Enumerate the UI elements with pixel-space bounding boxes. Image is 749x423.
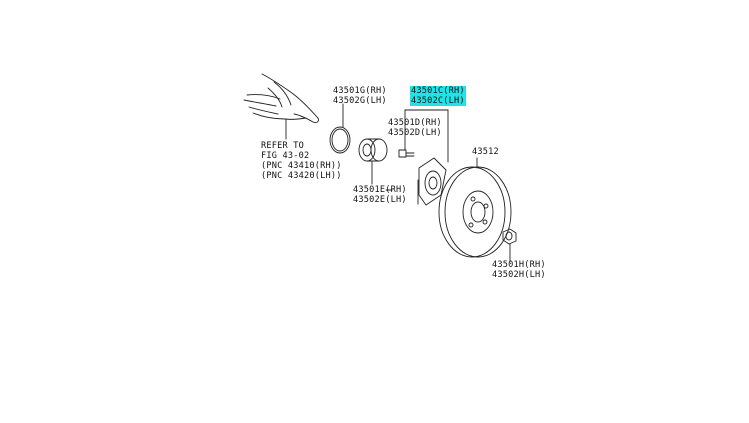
selected-hub-bracket <box>404 109 449 163</box>
nut-lh-label[interactable]: 43502H(LH) <box>492 270 546 280</box>
nut-rh-label[interactable]: 43501H(RH) <box>492 260 546 270</box>
bearing-lh-label[interactable]: 43502E(LH) <box>353 195 407 205</box>
disc-rotor-icon <box>438 157 512 258</box>
hub-rh-highlight[interactable]: 43501C(RH) <box>410 86 466 96</box>
hub-bolt-rh-label[interactable]: 43501D(RH) <box>388 118 442 128</box>
hub-bolt-icon <box>398 149 415 158</box>
snap-ring-icon <box>329 103 351 154</box>
snap-ring-lh-label[interactable]: 43502G(LH) <box>333 96 387 106</box>
hand-pointer-icon <box>243 73 319 123</box>
refer-line-2: FIG 43-02 <box>261 151 310 161</box>
hub-lh-label-selected[interactable]: 43502C(LH) <box>410 96 466 106</box>
rotor-label[interactable]: 43512 <box>472 147 499 157</box>
snap-ring-rh-label[interactable]: 43501G(RH) <box>333 86 387 96</box>
bearing-rh-label[interactable]: 43501E(RH) <box>353 185 407 195</box>
hub-rh-label-selected[interactable]: 43501C(RH) <box>410 86 466 96</box>
hub-lh-highlight[interactable]: 43502C(LH) <box>410 96 466 106</box>
refer-line-1: REFER TO <box>261 141 304 151</box>
hub-nut-icon <box>502 228 517 263</box>
refer-line-3: (PNC 43410(RH)) <box>261 161 342 171</box>
refer-line-4: (PNC 43420(LH)) <box>261 171 342 181</box>
axle-hub-icon <box>417 157 447 206</box>
bearing-icon <box>358 138 388 185</box>
hub-bolt-lh-label[interactable]: 43502D(LH) <box>388 128 442 138</box>
